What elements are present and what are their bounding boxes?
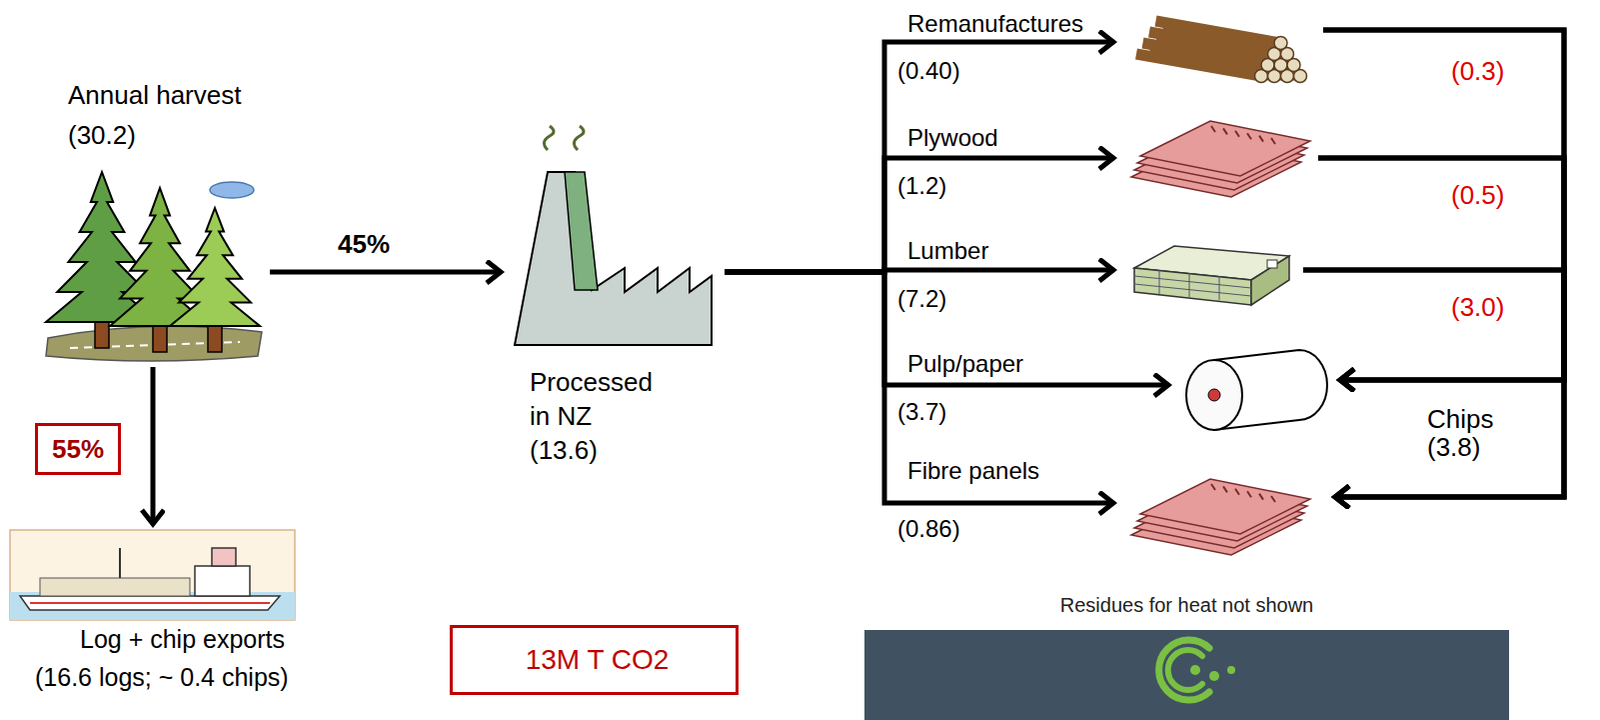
flow-arrow: [724, 157, 1114, 272]
node-label: Plywood: [907, 123, 999, 152]
flow-arrow: [1323, 29, 1565, 497]
note: Residues for heat not shown: [864, 592, 1510, 617]
node-label: Remanufactures: [907, 9, 1084, 38]
node-value: (1.2): [897, 171, 947, 200]
node-label: Annual harvest (30.2): [67, 74, 273, 155]
share-box: 55%: [34, 422, 121, 475]
node-label: Lumber: [907, 236, 989, 265]
node-value: (7.2): [897, 284, 947, 313]
product-node: Plywood(1.2): [1119, 117, 1315, 193]
logs-icon: [1136, 20, 1308, 83]
flow-arrow: [1303, 269, 1565, 497]
node-label: Fibre panels: [907, 456, 1040, 485]
flow-arrow: [724, 271, 1114, 503]
node-label: 13M T CO2: [452, 627, 742, 692]
node-value: (3.7): [897, 397, 947, 426]
product-node: Fibre panels(0.86): [1119, 469, 1330, 552]
product-node: Remanufactures(0.40): [1119, 11, 1320, 92]
node-label: Processed in NZ (13.6): [529, 364, 665, 467]
flow-arrow: [1323, 29, 1565, 380]
node-value: (0.40): [897, 56, 961, 85]
flow-arrow: [150, 366, 156, 524]
share-label: 45%: [337, 227, 390, 260]
logo: [1159, 639, 1236, 700]
export-node: Log + chip exports (16.6 logs; ~ 0.4 chi…: [4, 527, 335, 708]
flow-arrow: [1318, 157, 1565, 497]
forest-icon: [45, 171, 262, 361]
forest-node: Annual harvest (30.2): [39, 69, 270, 365]
panel-icons: [1131, 120, 1311, 555]
node-label: Log + chip exports (16.6 logs; ~ 0.4 chi…: [34, 619, 335, 696]
flow-value: (3.0): [1451, 291, 1505, 323]
lumber-icon: [1134, 245, 1290, 305]
product-node: Pulp/paper(3.7): [1174, 344, 1335, 430]
factory-node: Processed in NZ (13.6): [504, 159, 725, 475]
flow-arrow: [269, 269, 501, 275]
node-label: Pulp/paper: [907, 349, 1024, 378]
logo-bar: [864, 629, 1510, 720]
chips-label: Chips (3.8): [1427, 404, 1510, 461]
flow-arrow: [1303, 269, 1565, 380]
flow-arrow: [724, 271, 1169, 385]
emission-box: 13M T CO2: [449, 624, 739, 695]
node-value: (0.86): [897, 514, 961, 543]
flow-value: (0.3): [1451, 55, 1505, 87]
ship-icon: [9, 529, 295, 620]
flow-value: (0.5): [1451, 179, 1505, 211]
paper-roll-icon: [1186, 349, 1328, 430]
product-node: Lumber(7.2): [1119, 237, 1300, 313]
factory-icon: [514, 125, 712, 345]
flow-arrow: [724, 41, 1114, 272]
